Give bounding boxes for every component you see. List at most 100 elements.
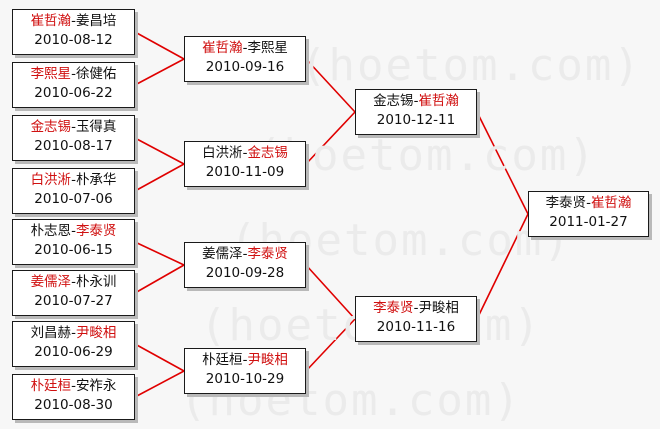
match-date: 2011-01-27: [549, 214, 628, 230]
player-2-name: 李熙星: [247, 40, 288, 56]
player-2-name: 尹畯相: [418, 300, 459, 316]
match-players: 朴廷桓-安祚永: [13, 377, 134, 396]
match-players: 姜儒泽-李泰贤: [185, 245, 305, 264]
vs-separator: -: [242, 145, 248, 161]
match-players: 李泰贤-崔哲瀚: [529, 194, 648, 213]
match-players: 李熙星-徐健佑: [13, 65, 134, 84]
connector-line: [134, 370, 185, 398]
match-date: 2010-06-22: [34, 85, 113, 101]
match-players: 崔哲瀚-李熙星: [185, 39, 305, 58]
match-players: 白洪淅-金志锡: [185, 144, 305, 163]
player-2-name: 朴永训: [75, 274, 117, 290]
match-date: 2010-09-16: [205, 59, 285, 75]
match-box-r1m5: 朴志恩-李泰贤 2010-06-15: [12, 219, 135, 265]
match-date: 2010-06-15: [34, 242, 113, 258]
player-2-name: 朴承华: [75, 172, 117, 188]
match-players: 金志锡-玉得真: [13, 118, 134, 137]
connector-line: [305, 58, 356, 113]
match-date: 2010-10-29: [205, 371, 285, 387]
match-players: 李泰贤-尹畯相: [356, 299, 476, 318]
connector-line: [305, 111, 356, 165]
player-1-name: 白洪淅: [202, 145, 243, 161]
player-1-name: 朴志恩: [30, 223, 72, 239]
vs-separator: -: [242, 246, 248, 262]
player-2-name: 李泰贤: [75, 223, 117, 239]
vs-separator: -: [71, 223, 76, 239]
match-date: 2010-11-09: [205, 164, 285, 180]
connector-line: [134, 163, 185, 192]
vs-separator: -: [71, 274, 76, 290]
player-1-name: 李泰贤: [545, 195, 587, 211]
player-1-name: 白洪淅: [30, 172, 72, 188]
vs-separator: -: [242, 40, 248, 56]
vs-separator: -: [71, 66, 76, 82]
match-date: 2010-12-11: [376, 112, 456, 128]
match-date: 2010-11-16: [376, 319, 456, 335]
match-date: 2010-08-12: [34, 32, 113, 48]
connector-line: [476, 213, 529, 320]
player-1-name: 姜儒泽: [30, 274, 72, 290]
connector-line: [134, 264, 185, 294]
match-players: 白洪淅-朴承华: [13, 171, 134, 190]
match-players: 崔哲瀚-姜昌培: [13, 12, 134, 31]
player-2-name: 李泰贤: [247, 246, 288, 262]
player-1-name: 朴廷桓: [30, 378, 72, 394]
connector-line: [134, 58, 185, 86]
player-2-name: 崔哲瀚: [590, 195, 632, 211]
match-date: 2010-08-17: [34, 138, 113, 154]
player-1-name: 李泰贤: [373, 300, 414, 316]
match-date: 2010-08-30: [34, 397, 113, 413]
player-2-name: 玉得真: [75, 119, 117, 135]
connector-line: [134, 137, 185, 165]
vs-separator: -: [413, 93, 419, 109]
connector-line: [134, 241, 185, 266]
vs-separator: -: [71, 119, 76, 135]
connector-line: [134, 31, 185, 60]
player-2-name: 尹畯相: [247, 352, 288, 368]
match-date: 2010-06-29: [34, 344, 113, 360]
vs-separator: -: [71, 378, 76, 394]
connector-line: [305, 264, 356, 320]
vs-separator: -: [586, 195, 591, 211]
player-2-name: 徐健佑: [75, 66, 117, 82]
connector-line: [134, 343, 185, 372]
match-players: 刘昌赫-尹畯相: [13, 324, 134, 343]
vs-separator: -: [413, 300, 419, 316]
player-1-name: 崔哲瀚: [202, 40, 243, 56]
player-1-name: 金志锡: [373, 93, 414, 109]
player-1-name: 刘昌赫: [30, 325, 72, 341]
player-2-name: 安祚永: [75, 378, 117, 394]
match-date: 2010-09-28: [205, 265, 285, 281]
vs-separator: -: [71, 13, 76, 29]
player-2-name: 姜昌培: [75, 13, 117, 29]
player-1-name: 崔哲瀚: [30, 13, 72, 29]
vs-separator: -: [242, 352, 248, 368]
connector-line: [476, 111, 529, 215]
vs-separator: -: [71, 325, 76, 341]
player-1-name: 李熙星: [30, 66, 72, 82]
player-2-name: 崔哲瀚: [418, 93, 459, 109]
vs-separator: -: [71, 172, 76, 188]
player-1-name: 金志锡: [30, 119, 72, 135]
connector-line: [305, 318, 356, 372]
player-1-name: 姜儒泽: [202, 246, 243, 262]
match-box-r3m1: 金志锡-崔哲瀚 2010-12-11: [355, 89, 477, 135]
match-players: 朴廷桓-尹畯相: [185, 351, 305, 370]
player-2-name: 金志锡: [247, 145, 288, 161]
match-players: 姜儒泽-朴永训: [13, 273, 134, 292]
player-1-name: 朴廷桓: [202, 352, 243, 368]
